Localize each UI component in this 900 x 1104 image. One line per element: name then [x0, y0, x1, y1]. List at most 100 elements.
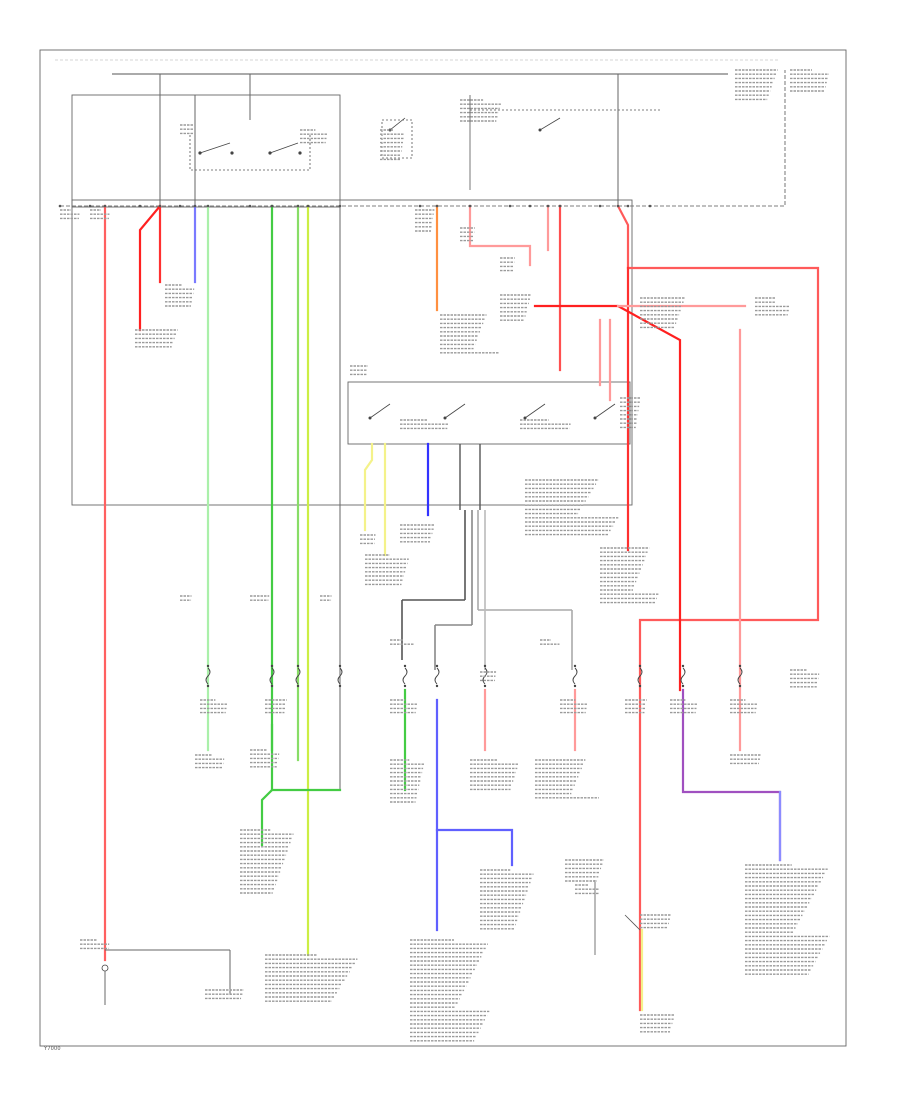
pin — [296, 204, 300, 208]
label-block — [440, 314, 499, 354]
label-block — [195, 754, 225, 769]
label-block — [390, 639, 415, 645]
label-block — [80, 939, 110, 950]
label-block — [460, 227, 475, 242]
pin — [558, 204, 562, 208]
label-block — [520, 419, 571, 430]
fuse-terminal — [270, 684, 274, 688]
ignition-switch-contacts — [368, 403, 616, 420]
label-block — [410, 939, 490, 1042]
wire-green-drop — [260, 723, 274, 847]
fuse-terminal — [338, 684, 342, 688]
label-block — [745, 864, 830, 975]
label-block — [640, 914, 671, 929]
pin — [138, 204, 142, 208]
wire-red-loop — [616, 204, 820, 1012]
label-block — [640, 297, 686, 329]
pin — [435, 204, 439, 208]
pin — [88, 204, 92, 208]
label-block — [480, 869, 534, 930]
label-block — [565, 859, 604, 882]
wire-blue-3 — [435, 828, 514, 867]
fuse-terminal — [403, 664, 407, 668]
pin — [103, 204, 107, 208]
fuse — [337, 667, 343, 685]
label-block — [180, 595, 192, 601]
label-block — [165, 284, 195, 307]
pin — [306, 204, 310, 208]
gray-bus-drops — [159, 74, 619, 790]
label-block — [415, 209, 435, 232]
pin — [270, 204, 274, 208]
label-block — [240, 829, 294, 894]
wire-pink-loop — [468, 204, 532, 267]
pin — [598, 204, 602, 208]
pin — [508, 204, 512, 208]
label-block — [625, 699, 647, 714]
label-block — [180, 124, 194, 135]
fuse-terminal — [483, 664, 487, 668]
pin — [616, 204, 620, 208]
label-block — [390, 699, 418, 714]
label-block — [500, 294, 531, 321]
label-block — [300, 129, 328, 144]
label-block — [400, 419, 449, 430]
fuse-terminal — [403, 684, 407, 688]
label-block — [90, 209, 110, 220]
label-block — [790, 69, 829, 92]
junction-block-outline — [60, 70, 786, 207]
fuse-terminal — [435, 664, 439, 668]
fuse-terminal — [573, 664, 577, 668]
pin — [193, 204, 197, 208]
fuse — [434, 667, 440, 685]
underhood-relay-box — [71, 94, 341, 208]
label-block — [135, 329, 178, 348]
fuse-terminal — [738, 664, 742, 668]
label-block — [380, 129, 405, 161]
label-block — [365, 554, 409, 586]
label-block — [320, 595, 332, 601]
fuse-terminal — [573, 684, 577, 688]
connector-pins — [58, 204, 652, 208]
label-block — [265, 699, 287, 714]
fuse — [637, 667, 643, 685]
label-block — [620, 397, 641, 429]
label-block — [560, 699, 588, 714]
fuse-terminal — [206, 664, 210, 668]
label-block — [575, 884, 600, 895]
label-block — [730, 754, 761, 765]
fuse-terminal — [681, 664, 685, 668]
pin — [178, 204, 182, 208]
pin — [546, 204, 550, 208]
label-block — [400, 524, 435, 543]
fuse — [680, 667, 686, 685]
fuse-terminal — [206, 684, 210, 688]
label-block — [535, 759, 599, 799]
pin — [206, 204, 210, 208]
fuse — [295, 667, 301, 685]
label-block — [730, 699, 758, 714]
label-block — [60, 209, 80, 220]
fuse — [737, 667, 743, 685]
label-block — [265, 954, 358, 1002]
fuse-terminal — [338, 664, 342, 668]
figure-id: Y7000 — [43, 1046, 61, 1052]
fuse-terminal — [270, 664, 274, 668]
fuse-terminal — [638, 664, 642, 668]
pin — [626, 204, 630, 208]
fuse-terminal — [638, 684, 642, 688]
label-block — [755, 297, 790, 316]
pin — [248, 204, 252, 208]
fuse-symbols — [205, 664, 743, 688]
label-block — [350, 365, 368, 376]
fuse-terminal — [296, 664, 300, 668]
label-block — [250, 749, 280, 768]
fuse — [269, 667, 275, 685]
label-block — [525, 479, 619, 536]
label-block — [250, 595, 270, 601]
label-block — [790, 669, 820, 688]
label-block — [390, 759, 425, 803]
fuse-terminal — [738, 684, 742, 688]
